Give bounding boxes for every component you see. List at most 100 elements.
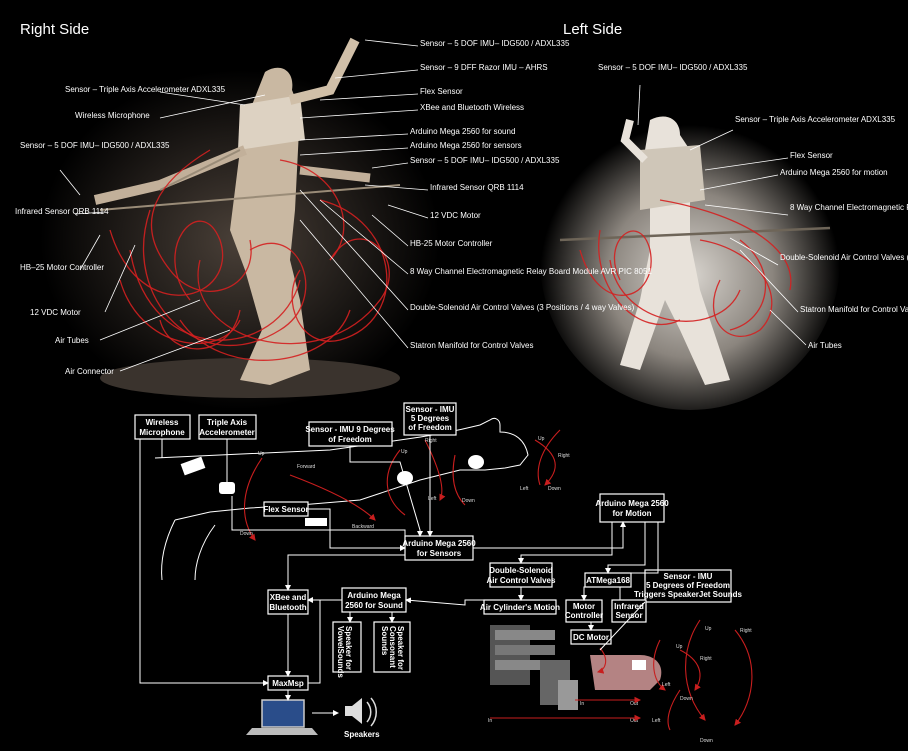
label-flex-sensor: Flex Sensor (420, 87, 463, 96)
dir-right-2: Right (558, 453, 570, 459)
dir-out-1: Out (630, 701, 639, 707)
label-infrared-right: Infrared Sensor QRB 1114 (430, 183, 524, 192)
heading-left-side: Left Side (563, 21, 622, 38)
box-imu5-speakjet-l1: Sensor - IMU (664, 572, 713, 581)
left-side-photo (540, 110, 840, 410)
box-imu5-speakjet: Sensor - IMU 5 Degrees of Freedom Trigge… (634, 569, 743, 603)
box-imu5-l3: of Freedom (408, 423, 452, 432)
dir-down-4: Down (680, 696, 693, 702)
label-12vdc-right: 12 VDC Motor (430, 211, 481, 220)
dir-left-1: Left (428, 496, 437, 502)
dir-backward: Backward (352, 524, 374, 530)
dir-in-2: In (488, 718, 492, 724)
box-mega-sound-l1: Arduino Mega (347, 591, 401, 600)
dir-down-3: Down (548, 486, 561, 492)
box-imu5-l2: 5 Degrees (411, 414, 450, 423)
right-side-photo (40, 37, 440, 410)
label-imu5-mid: Sensor – 5 DOF IMU– IDG500 / ADXL335 (410, 156, 560, 165)
label-imu5-left-arm: Sensor – 5 DOF IMU– IDG500 / ADXL335 (20, 141, 170, 150)
dir-up-4: Up (676, 644, 683, 650)
box-speaker-vowel-l1: Speaker for (344, 626, 353, 670)
box-maxmsp: MaxMsp (267, 675, 309, 691)
box-flex-sensor-label: Flex Sensor (263, 505, 308, 514)
right-side-callouts: Sensor – 5 DOF IMU– IDG500 / ADXL335 Sen… (15, 39, 652, 376)
box-imu5-speakjet-l3: Triggers SpeakerJet Sounds (634, 590, 743, 599)
label-left-manifold: Statron Manifold for Control Valves (800, 305, 908, 314)
box-wireless-mic: Wireless Microphone (134, 414, 191, 440)
box-solenoid-l2: Air Control Valves (487, 576, 556, 585)
label-imu9-razor: Sensor – 9 DFF Razor IMU – AHRS (420, 63, 548, 72)
box-speaker-consonant-l2: Consonant (388, 626, 397, 668)
dir-right-4: Right (740, 628, 752, 634)
box-imu5: Sensor - IMU 5 Degrees of Freedom (403, 402, 457, 436)
box-xbee-l2: Bluetooth (269, 603, 306, 612)
dir-down-5: Down (700, 738, 713, 744)
box-imu9-l1: Sensor - IMU 9 Degrees (305, 425, 395, 434)
box-motor-ctrl-l1: Motor (573, 602, 595, 611)
box-xbee-l1: XBee and (270, 593, 307, 602)
box-flex-sensor: Flex Sensor (263, 501, 309, 517)
label-left-mega-motion: Arduino Mega 2560 for motion (780, 168, 888, 177)
dir-down-1: Down (240, 531, 253, 537)
dir-out-2: Out (630, 718, 639, 724)
box-infrared: Infrared Sensor (611, 599, 647, 623)
box-motor-ctrl-l2: Controller (565, 611, 603, 620)
block-diagram: Up Down Forward Backward Up Right Left D… (134, 402, 753, 744)
label-imu5-right-arm: Sensor – 5 DOF IMU– IDG500 / ADXL335 (420, 39, 570, 48)
box-atmega-label: ATMega168 (586, 576, 630, 585)
label-speakers: Speakers (344, 730, 380, 739)
box-solenoid: Double-Solenoid Air Control Valves (487, 562, 556, 588)
box-mega-sensors: Arduino Mega 2560 for Sensors (402, 535, 476, 561)
dir-in-1: In (580, 701, 584, 707)
label-left-imu5: Sensor – 5 DOF IMU– IDG500 / ADXL335 (598, 63, 748, 72)
box-motor-ctrl: Motor Controller (565, 599, 603, 623)
motor-assembly-sketch (490, 625, 662, 710)
dir-forward: Forward (297, 464, 316, 470)
label-left-relay: 8 Way Channel Electromagnetic Relay Boar… (790, 203, 908, 212)
speaker-icon (345, 697, 377, 727)
label-left-air-tubes: Air Tubes (808, 341, 842, 350)
label-mega-sound: Arduino Mega 2560 for sound (410, 127, 515, 136)
connections (139, 435, 659, 716)
dir-right-1: Right (425, 438, 437, 444)
label-12vdc-left: 12 VDC Motor (30, 308, 81, 317)
motion-arcs (244, 429, 561, 541)
box-infrared-l1: Infrared (614, 602, 644, 611)
box-mega-motion-l2: for Motion (612, 509, 651, 518)
box-maxmsp-label: MaxMsp (272, 679, 304, 688)
label-air-connector: Air Connector (65, 367, 114, 376)
box-triple-axis: Triple Axis Accelerometer (198, 414, 257, 440)
label-valves-right: Double-Solenoid Air Control Valves (3 Po… (410, 303, 635, 312)
label-infrared-left: Infrared Sensor QRB 1114 (15, 207, 109, 216)
dir-down-2: Down (462, 498, 475, 504)
box-triple-axis-l2: Accelerometer (199, 428, 255, 437)
box-speaker-consonant-l3: Sounds (380, 626, 389, 656)
dir-up-2: Up (401, 449, 408, 455)
dir-up-1: Up (258, 451, 265, 457)
box-speaker-vowel-l2: VowelSounds (336, 626, 345, 678)
box-atmega: ATMega168 (584, 572, 632, 588)
box-wireless-mic-l1: Wireless (146, 418, 179, 427)
box-infrared-l2: Sensor (615, 611, 642, 620)
dir-left-2: Left (520, 486, 529, 492)
label-left-valves: Double-Solenoid Air Control Valves (3 Po… (780, 253, 908, 262)
label-manifold-right: Statron Manifold for Control Valves (410, 341, 533, 350)
left-side-callouts: Sensor – 5 DOF IMU– IDG500 / ADXL335 Sen… (598, 63, 908, 350)
box-mega-sound-l2: 2560 for Sound (345, 601, 403, 610)
box-wireless-mic-l2: Microphone (139, 428, 185, 437)
label-hb25-right: HB-25 Motor Controller (410, 239, 493, 248)
label-left-flex: Flex Sensor (790, 151, 833, 160)
box-speaker-vowel: Speaker for VowelSounds (332, 621, 362, 678)
box-mega-motion: Arduino Mega 2560 for Motion (595, 493, 669, 523)
dir-up-5: Up (705, 626, 712, 632)
label-mega-sensors: Arduino Mega 2560 for sensors (410, 141, 522, 150)
box-xbee: XBee and Bluetooth (267, 589, 309, 615)
dir-right-3: Right (700, 656, 712, 662)
label-hb25-left: HB–25 Motor Controller (20, 263, 104, 272)
box-mega-sound: Arduino Mega 2560 for Sound (341, 587, 407, 613)
box-cylinder-label: Air Cylinder's Motion (480, 603, 560, 612)
label-triple-axis: Sensor – Triple Axis Accelerometer ADXL3… (65, 85, 226, 94)
dir-left-3: Left (662, 682, 671, 688)
dir-left-4: Left (652, 718, 661, 724)
